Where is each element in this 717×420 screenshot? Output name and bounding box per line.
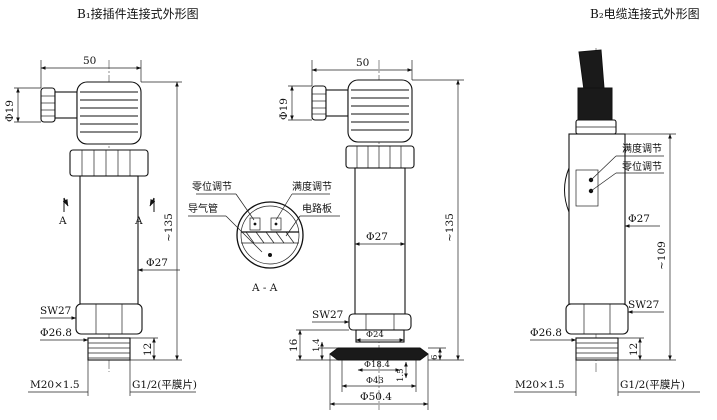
v3-dim-phi27: Φ27	[628, 213, 650, 225]
v1-section-a-right: A	[134, 215, 143, 227]
v3-label-zero: 零位调节	[622, 160, 662, 173]
v1-dim-phi27: Φ27	[146, 257, 168, 269]
v2-dim-phi184: Φ18.4	[364, 360, 390, 370]
v2-dim-6: 6	[430, 355, 440, 360]
v3-dim-sw: SW27	[628, 299, 659, 311]
v2-dim-phi504: Φ50.4	[360, 391, 392, 403]
v3-dim-phi268: Φ26.8	[530, 327, 562, 339]
title-cable: B₂电缆连接式外形图	[590, 6, 700, 21]
v3-dim-12: 12	[628, 343, 640, 356]
v2-dim-phi43: Φ43	[366, 376, 384, 386]
view-cable-type: 满度调节 零位调节 Φ27 ~109 SW27 Φ26.8 12 M20×1.5…	[514, 48, 700, 396]
section-label-zero: 零位调节	[192, 180, 232, 193]
v2-dim-phi24: Φ24	[366, 330, 384, 340]
section-view-a-a: 零位调节 满度调节 导气管 电路板 A - A	[188, 180, 340, 294]
v1-dim-phi19: Φ19	[4, 100, 16, 122]
v1-dim-sw: SW27	[40, 305, 71, 317]
v2-dim-phi27: Φ27	[366, 231, 388, 243]
v3-dim-height: ~109	[656, 241, 668, 270]
v1-dim-phi268: Φ26.8	[40, 327, 72, 339]
v1-dim-12: 12	[142, 343, 154, 356]
v2-dim-width: 50	[356, 57, 369, 69]
section-label-tube: 导气管	[188, 202, 218, 215]
section-label-board: 电路板	[302, 202, 332, 215]
view-flush-diaphragm: 50 Φ19 ~135 Φ27 SW27 Φ24 16 1.4 6 Φ18.4	[278, 57, 464, 410]
v1-dim-height: ~135	[163, 213, 175, 242]
v3-thread-g: G1/2(平膜片)	[620, 378, 685, 391]
title-connector: B₁接插件连接式外形图	[77, 6, 199, 21]
v2-dim-15: 1.5	[396, 368, 406, 382]
v2-dim-height: ~135	[444, 213, 456, 242]
section-label-span: 满度调节	[292, 180, 332, 193]
v1-thread-m: M20×1.5	[30, 379, 80, 391]
v1-dim-width: 50	[83, 55, 96, 67]
v2-dim-16: 16	[288, 338, 300, 352]
v3-thread-m: M20×1.5	[515, 379, 565, 391]
v1-section-a-left: A	[58, 215, 67, 227]
v2-dim-sw: SW27	[312, 309, 343, 321]
v3-label-span: 满度调节	[622, 142, 662, 155]
section-caption: A - A	[251, 282, 278, 294]
v2-dim-14: 1.4	[312, 338, 322, 352]
view-connector-type: 50 Φ19 ~135 A A Φ27 SW27 Φ26.8 12	[4, 55, 197, 396]
v2-dim-phi19: Φ19	[278, 98, 290, 120]
v1-thread-g: G1/2(平膜片)	[132, 378, 197, 391]
